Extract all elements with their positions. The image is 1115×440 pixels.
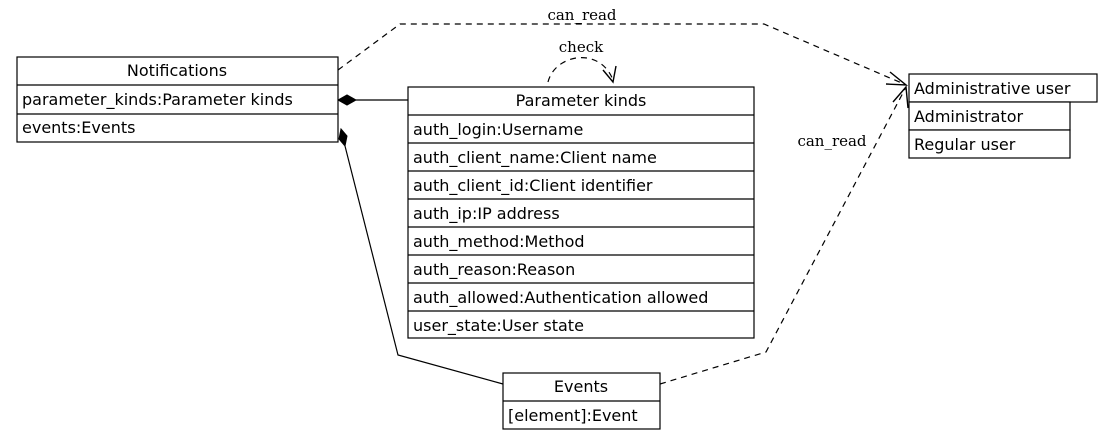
attribute-auth-method: auth_method:Method	[413, 232, 585, 252]
subclass-regular-user[interactable]: Regular user	[908, 129, 1071, 159]
attribute-auth-ip: auth_ip:IP address	[413, 204, 560, 224]
composition-diamond-events	[338, 127, 348, 148]
edge-label-can-read-top: can_read	[547, 6, 616, 24]
arrowhead-can-read-top	[885, 71, 909, 86]
attribute-user-state: user_state:User state	[413, 316, 584, 336]
arrowhead-check	[602, 65, 617, 84]
label-administrator: Administrator	[914, 107, 1023, 126]
attribute-auth-reason: auth_reason:Reason	[413, 260, 575, 280]
class-administrative-user[interactable]: Administrative user	[908, 73, 1098, 103]
edge-events-can-read	[659, 88, 906, 385]
edge-label-can-read-right: can_read	[797, 132, 866, 150]
class-title-administrative-user: Administrative user	[914, 79, 1071, 98]
attribute-auth-allowed: auth_allowed:Authentication allowed	[413, 288, 708, 308]
class-notifications[interactable]: Notifications parameter_kinds:Parameter …	[16, 56, 339, 143]
attribute-events: events:Events	[22, 118, 135, 137]
class-parameter-kinds[interactable]: Parameter kinds auth_login:Username auth…	[407, 86, 755, 339]
attribute-element: [element]:Event	[508, 406, 638, 425]
label-regular-user: Regular user	[914, 135, 1016, 154]
arrowhead-can-read-right	[892, 85, 909, 109]
class-events[interactable]: Events [element]:Event	[502, 372, 661, 430]
class-title-notifications: Notifications	[127, 61, 227, 80]
edge-composition-events	[344, 145, 504, 385]
attribute-auth-login: auth_login:Username	[413, 120, 583, 140]
attribute-parameter-kinds: parameter_kinds:Parameter kinds	[22, 90, 293, 110]
subclass-administrator[interactable]: Administrator	[908, 101, 1071, 131]
attribute-auth-client-id: auth_client_id:Client identifier	[413, 176, 653, 196]
attribute-auth-client-name: auth_client_name:Client name	[413, 148, 657, 168]
edge-label-check: check	[559, 38, 604, 56]
class-title-events: Events	[554, 377, 608, 396]
composition-diamond-parameter-kinds	[336, 94, 358, 106]
edge-notifications-can-read	[337, 23, 905, 85]
class-title-parameter-kinds: Parameter kinds	[516, 91, 647, 110]
